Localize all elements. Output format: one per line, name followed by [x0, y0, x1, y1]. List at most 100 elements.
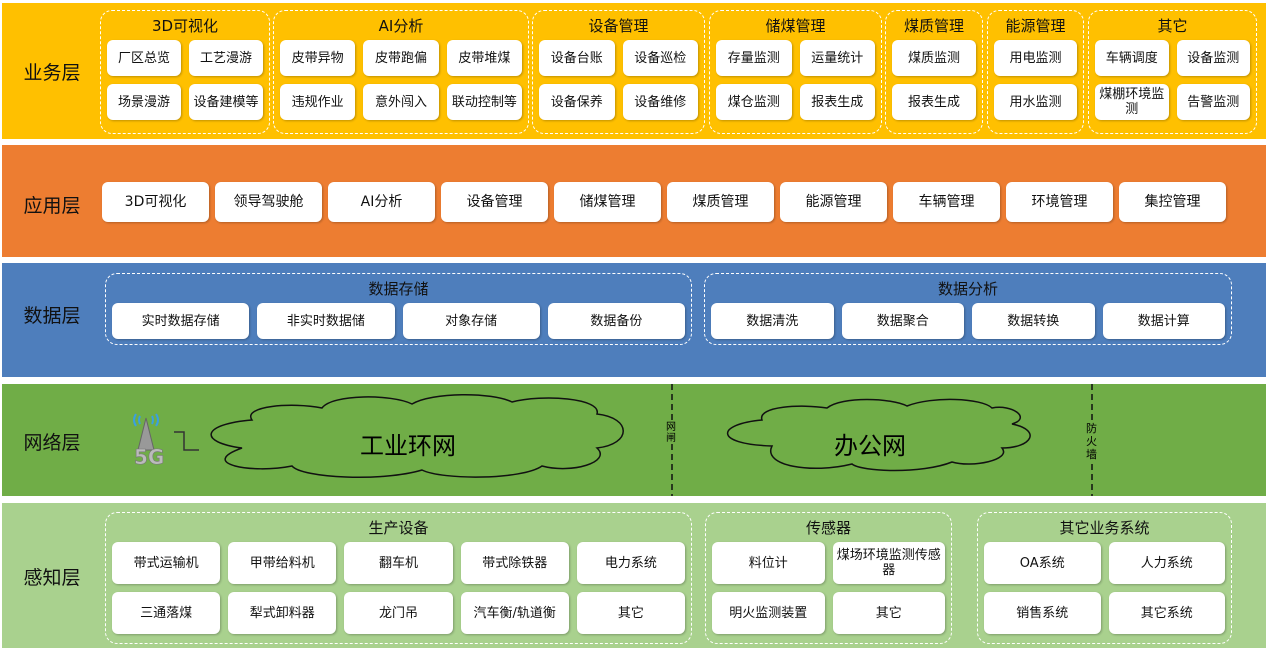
module-item[interactable]: 皮带跑偏 [363, 40, 439, 76]
module-item[interactable]: 煤仓监测 [716, 84, 792, 120]
office-network-label: 办公网 [834, 432, 906, 460]
module-item[interactable]: 煤场环境监测传感器 [832, 542, 945, 584]
module-item[interactable]: 皮带堆煤 [446, 40, 522, 76]
module-item[interactable]: 明火监测装置 [712, 592, 825, 634]
module-item[interactable]: 对象存储 [402, 303, 540, 339]
group-items: 煤质监测报表生成 [886, 36, 982, 124]
module-item[interactable]: 用电监测 [994, 40, 1077, 76]
app-module-button[interactable]: 煤质管理 [667, 182, 774, 222]
module-item[interactable]: 场景漫游 [107, 84, 181, 120]
module-item[interactable]: OA系统 [984, 542, 1101, 584]
layer-label: 感知层 [23, 567, 81, 589]
app-module-button[interactable]: 集控管理 [1119, 182, 1226, 222]
group-business-2: 设备管理设备台账设备巡检设备保养设备维修 [532, 10, 705, 134]
module-item[interactable]: 汽车衡/轨道衡 [460, 592, 569, 634]
module-item[interactable]: 运量统计 [799, 40, 875, 76]
app-module-button[interactable]: 车辆管理 [893, 182, 1000, 222]
group-title: 其它 [1157, 17, 1188, 35]
module-item[interactable]: 数据计算 [1102, 303, 1225, 339]
firewall-label: 防火墙 [1086, 422, 1098, 461]
group-business-5: 能源管理用电监测用水监测 [987, 10, 1084, 134]
module-item[interactable]: 犁式卸料器 [228, 592, 337, 634]
module-item[interactable]: 报表生成 [799, 84, 875, 120]
group-items: 皮带异物皮带跑偏皮带堆煤违规作业意外闯入联动控制等 [274, 36, 528, 124]
app-module-button[interactable]: 领导驾驶舱 [215, 182, 322, 222]
module-item[interactable]: 联动控制等 [446, 84, 522, 120]
group-items: 实时数据存储非实时数据储对象存储数据备份 [106, 299, 691, 343]
module-item[interactable]: 违规作业 [280, 84, 356, 120]
group-title: 设备管理 [588, 17, 649, 35]
module-item[interactable]: 非实时数据储 [257, 303, 395, 339]
module-item[interactable]: 数据聚合 [841, 303, 964, 339]
gateway-label: 网闸 [666, 422, 678, 444]
group-data-1: 数据分析数据清洗数据聚合数据转换数据计算 [704, 273, 1232, 345]
module-item[interactable]: 销售系统 [984, 592, 1101, 634]
group-business-3: 储煤管理存量监测运量统计煤仓监测报表生成 [709, 10, 882, 134]
group-items: 带式运输机甲带给料机翻车机带式除铁器电力系统三通落煤犁式卸料器龙门吊汽车衡/轨道… [106, 538, 691, 638]
group-title: 数据存储 [368, 280, 429, 298]
module-item[interactable]: 车辆调度 [1095, 40, 1169, 76]
module-item[interactable]: 煤质监测 [892, 40, 976, 76]
module-item[interactable]: 厂区总览 [107, 40, 181, 76]
module-item[interactable]: 用水监测 [994, 84, 1077, 120]
module-item[interactable]: 甲带给料机 [228, 542, 337, 584]
module-item[interactable]: 数据转换 [972, 303, 1095, 339]
group-business-0: 3D可视化厂区总览工艺漫游场景漫游设备建模等 [100, 10, 270, 134]
module-item[interactable]: 电力系统 [576, 542, 685, 584]
module-item[interactable]: 人力系统 [1108, 542, 1225, 584]
group-items: 厂区总览工艺漫游场景漫游设备建模等 [101, 36, 269, 124]
layer-label: 数据层 [23, 305, 81, 327]
module-item[interactable]: 报表生成 [892, 84, 976, 120]
group-title: 储煤管理 [765, 17, 826, 35]
network-layer: 网络层 5G 工业环网 办公网 网闸 防火墙 [2, 384, 1266, 496]
group-items: 设备台账设备巡检设备保养设备维修 [533, 36, 704, 124]
app-module-button[interactable]: 储煤管理 [554, 182, 661, 222]
module-item[interactable]: 其它系统 [1108, 592, 1225, 634]
module-item[interactable]: 煤棚环境监测 [1095, 84, 1169, 120]
data-layer: 数据层 数据存储实时数据存储非实时数据储对象存储数据备份数据分析数据清洗数据聚合… [2, 263, 1266, 377]
group-perception-1: 传感器料位计煤场环境监测传感器明火监测装置其它 [705, 512, 952, 644]
group-items: OA系统人力系统销售系统其它系统 [978, 538, 1231, 638]
group-title: AI分析 [378, 17, 424, 35]
module-item[interactable]: 数据清洗 [711, 303, 834, 339]
module-item[interactable]: 其它 [576, 592, 685, 634]
group-items: 料位计煤场环境监测传感器明火监测装置其它 [706, 538, 951, 638]
module-item[interactable]: 告警监测 [1176, 84, 1250, 120]
app-module-button[interactable]: AI分析 [328, 182, 435, 222]
module-item[interactable]: 工艺漫游 [189, 40, 263, 76]
module-item[interactable]: 翻车机 [344, 542, 453, 584]
module-item[interactable]: 三通落煤 [112, 592, 221, 634]
module-item[interactable]: 其它 [832, 592, 945, 634]
group-perception-0: 生产设备带式运输机甲带给料机翻车机带式除铁器电力系统三通落煤犁式卸料器龙门吊汽车… [105, 512, 692, 644]
module-item[interactable]: 皮带异物 [280, 40, 356, 76]
app-module-button[interactable]: 3D可视化 [102, 182, 209, 222]
module-item[interactable]: 实时数据存储 [112, 303, 250, 339]
group-items: 存量监测运量统计煤仓监测报表生成 [710, 36, 881, 124]
app-module-button[interactable]: 环境管理 [1006, 182, 1113, 222]
module-item[interactable]: 设备建模等 [189, 84, 263, 120]
module-item[interactable]: 带式运输机 [112, 542, 221, 584]
industrial-cloud [210, 393, 624, 478]
module-item[interactable]: 存量监测 [716, 40, 792, 76]
group-title: 数据分析 [937, 280, 998, 298]
app-module-button[interactable]: 设备管理 [441, 182, 548, 222]
module-item[interactable]: 意外闯入 [363, 84, 439, 120]
module-item[interactable]: 设备保养 [539, 84, 615, 120]
module-item[interactable]: 龙门吊 [344, 592, 453, 634]
module-item[interactable]: 带式除铁器 [460, 542, 569, 584]
module-item[interactable]: 数据备份 [547, 303, 685, 339]
app-module-button[interactable]: 能源管理 [780, 182, 887, 222]
module-item[interactable]: 料位计 [712, 542, 825, 584]
group-business-6: 其它车辆调度设备监测煤棚环境监测告警监测 [1088, 10, 1257, 134]
5g-tower-icon: 5G [126, 406, 166, 470]
module-item[interactable]: 设备台账 [539, 40, 615, 76]
office-cloud [726, 398, 1031, 472]
network-diagram [174, 384, 1093, 496]
group-business-1: AI分析皮带异物皮带跑偏皮带堆煤违规作业意外闯入联动控制等 [273, 10, 529, 134]
module-item[interactable]: 设备巡检 [622, 40, 698, 76]
module-item[interactable]: 设备监测 [1176, 40, 1250, 76]
module-item[interactable]: 设备维修 [622, 84, 698, 120]
layer-label: 网络层 [23, 432, 81, 454]
